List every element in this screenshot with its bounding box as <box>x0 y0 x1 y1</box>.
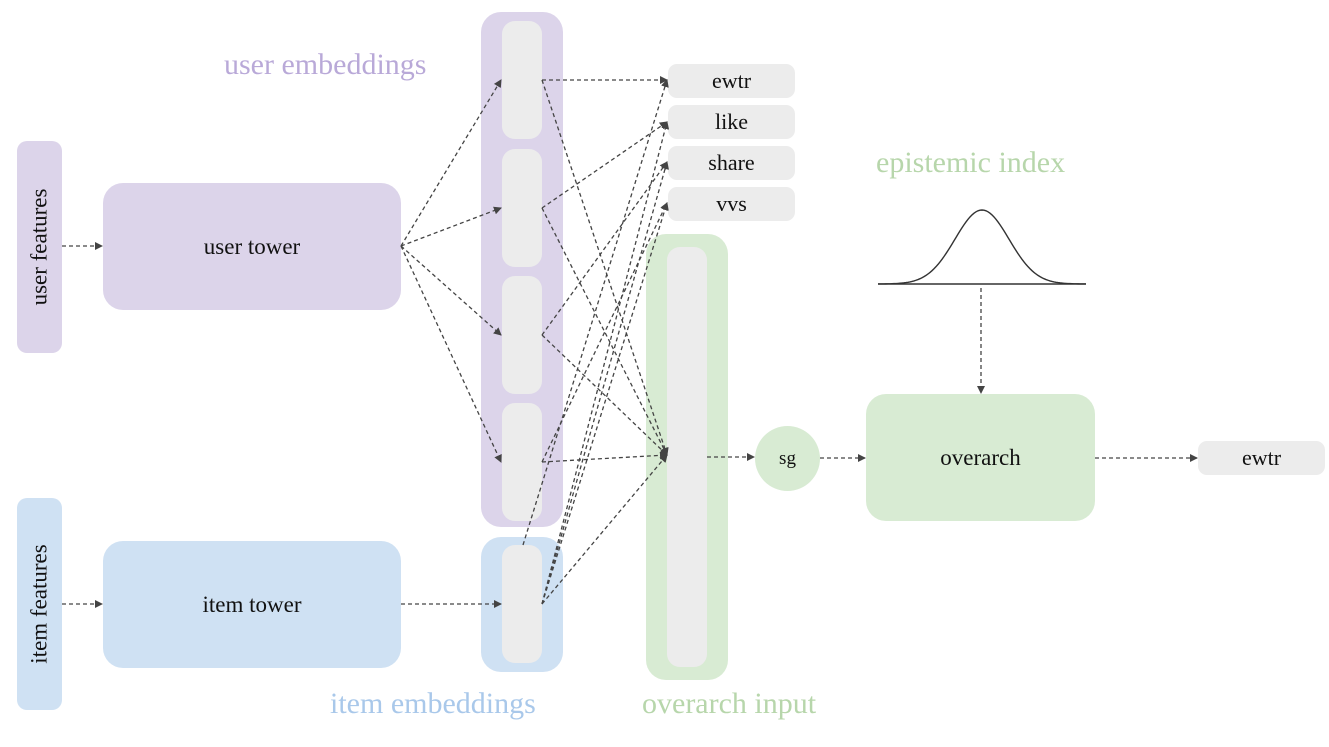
item-tower-label: item tower <box>202 591 302 617</box>
user-embedding-slot <box>502 403 542 521</box>
stop-gradient-label: sg <box>779 447 796 469</box>
user-embedding-slot <box>502 21 542 139</box>
epistemic-index-title: epistemic index <box>876 146 1066 179</box>
overarch-input-title: overarch input <box>642 687 817 720</box>
item-features-panel: item features <box>17 498 62 710</box>
item-embeddings-title: item embeddings <box>330 687 536 720</box>
user-features-panel: user features <box>17 141 62 353</box>
head-ewtr: ewtr <box>668 64 795 98</box>
head-share: share <box>668 146 795 180</box>
overarch-label: overarch <box>940 444 1021 470</box>
overarch-block: overarch <box>866 394 1095 521</box>
user-embeddings-title: user embeddings <box>224 48 427 81</box>
user-tower: user tower <box>103 183 401 310</box>
user-tower-label: user tower <box>203 233 301 259</box>
head-like: like <box>668 105 795 139</box>
user-embedding-slot <box>502 276 542 394</box>
item-embedding-slot <box>502 545 542 663</box>
bell-curve-icon <box>877 209 1087 285</box>
output-ewtr: ewtr <box>1198 441 1325 475</box>
item-tower: item tower <box>103 541 401 668</box>
overarch-input-slot <box>667 247 707 667</box>
stop-gradient-node: sg <box>755 426 820 491</box>
head-vvs: vvs <box>668 187 795 221</box>
user-embedding-slot <box>502 149 542 267</box>
